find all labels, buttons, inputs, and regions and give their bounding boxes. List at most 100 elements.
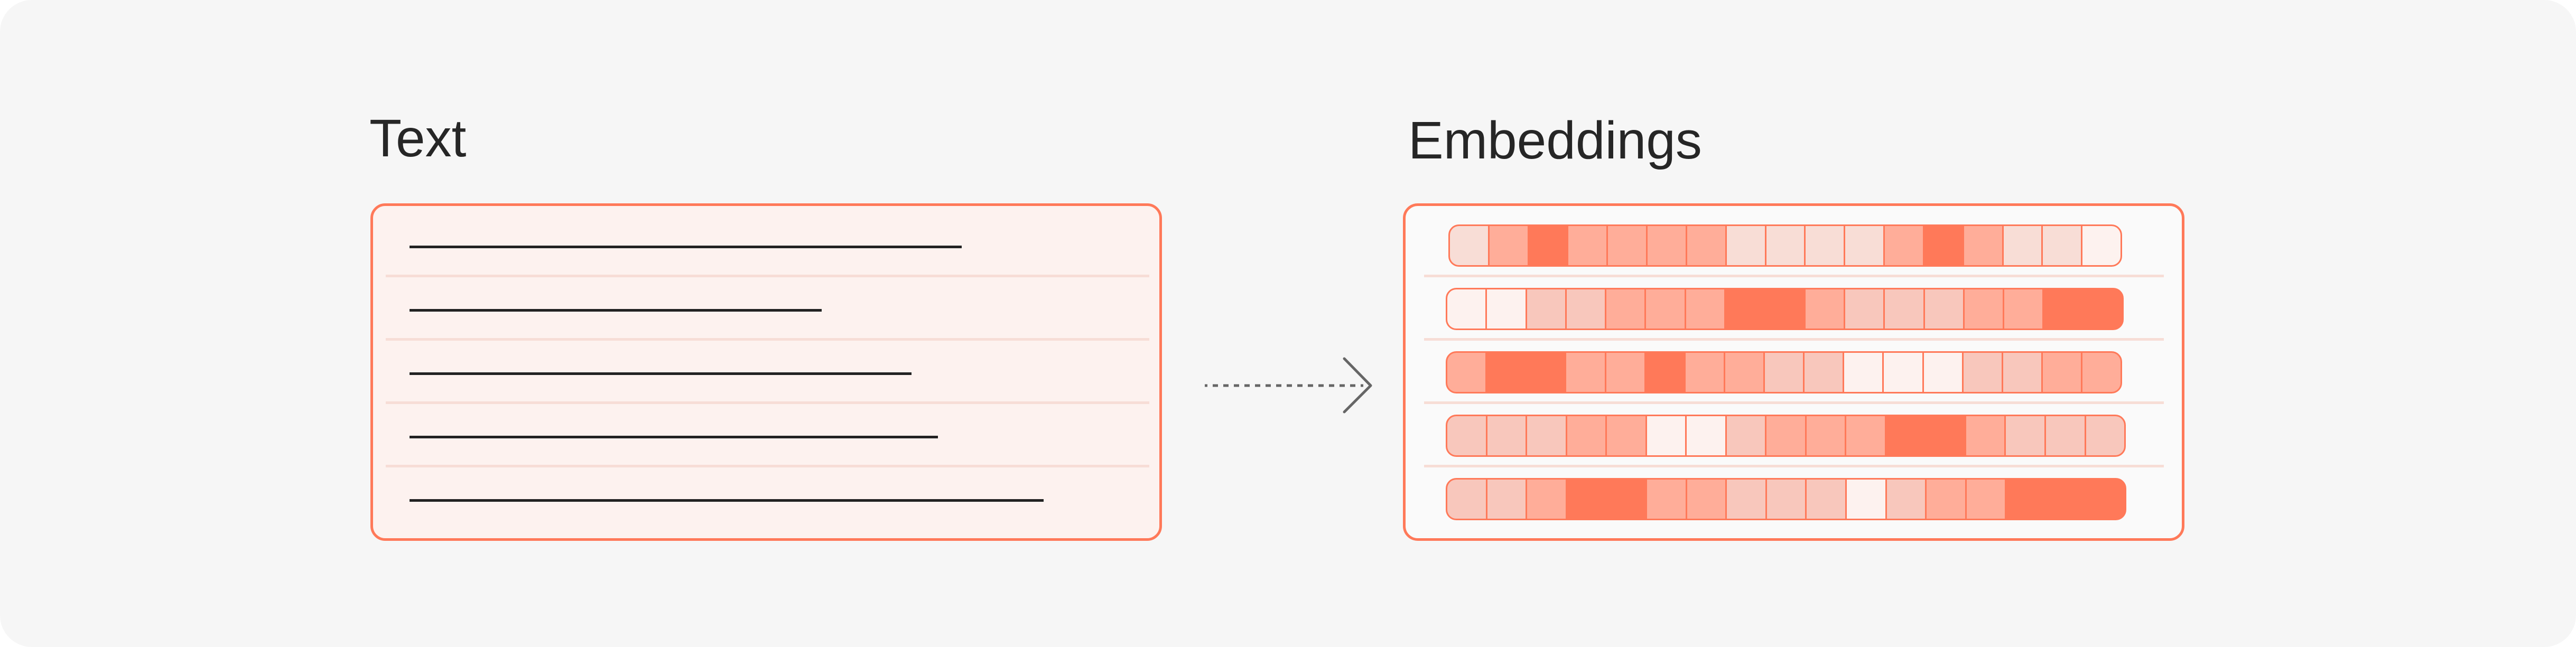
embedding-cell	[1685, 416, 1725, 455]
embedding-cell	[1922, 353, 1962, 392]
embedding-cell	[1803, 353, 1843, 392]
text-box	[370, 203, 1162, 541]
embedding-cell	[2041, 226, 2081, 265]
embedding-cell	[1845, 480, 1885, 519]
dashed-arrow-right-icon	[1205, 357, 1372, 414]
embedding-cell	[2044, 416, 2085, 455]
text-line	[410, 499, 1044, 502]
embedding-cell	[1485, 480, 1526, 519]
row-divider	[386, 465, 1149, 467]
embedding-cell	[1965, 480, 2005, 519]
embedding-cell	[2041, 353, 2081, 392]
embedding-cell	[1685, 480, 1726, 519]
embedding-cell	[1605, 289, 1645, 329]
embedding-cell	[1724, 289, 1764, 329]
embedding-vector-1	[1448, 224, 2122, 267]
row-divider	[1424, 465, 2164, 467]
text-panel-title: Text	[369, 109, 467, 168]
embedding-cell	[1961, 353, 2002, 392]
embedding-cell	[1526, 480, 1566, 519]
embedding-cell	[1604, 353, 1644, 392]
embedding-cell	[1723, 353, 1763, 392]
embedding-cell	[1845, 416, 1885, 455]
row-divider	[1424, 275, 2164, 277]
embedding-cell	[1605, 416, 1645, 455]
text-line	[410, 246, 962, 248]
embedding-cell	[2081, 226, 2121, 265]
text-line	[410, 436, 938, 438]
embedding-cell	[1843, 289, 1884, 329]
embedding-vector-5	[1446, 478, 2126, 520]
embedding-cell	[1765, 416, 1805, 455]
embedding-cell	[1485, 416, 1526, 455]
embedding-cell	[1644, 353, 1684, 392]
embedding-cell	[2044, 480, 2085, 519]
embedding-cell	[1684, 353, 1724, 392]
embedding-cell	[1764, 289, 1804, 329]
embedding-cell	[1525, 353, 1565, 392]
embedding-cell	[1883, 289, 1923, 329]
embedding-cell	[2003, 289, 2043, 329]
embedding-cell	[1885, 480, 1926, 519]
embedding-cell	[1962, 226, 2002, 265]
row-divider	[1424, 338, 2164, 341]
embedding-cell	[1605, 480, 1645, 519]
embedding-cell	[2042, 289, 2082, 329]
text-line	[410, 309, 822, 312]
embedding-cell	[1843, 353, 1883, 392]
embedding-cell	[2001, 353, 2041, 392]
embedding-cell	[1725, 226, 1765, 265]
embeddings-panel-title: Embeddings	[1408, 111, 1702, 170]
embedding-cell	[1725, 416, 1765, 455]
embedding-vector-2	[1446, 288, 2124, 330]
embedding-cell	[1884, 416, 1925, 455]
embedding-cell	[2002, 226, 2042, 265]
embedding-cell	[1526, 416, 1566, 455]
embedding-cell	[1525, 289, 1565, 329]
embedding-cell	[1447, 480, 1486, 519]
embedding-cell	[1450, 226, 1488, 265]
embedding-cell	[1763, 353, 1803, 392]
embedding-cell	[2005, 480, 2045, 519]
embedding-cell	[1565, 289, 1605, 329]
embedding-cell	[1645, 480, 1686, 519]
embedding-cell	[1805, 480, 1845, 519]
embedding-cell	[1487, 226, 1528, 265]
embedding-cell	[1646, 226, 1686, 265]
embedding-cell	[2085, 480, 2125, 519]
embedding-cell	[1964, 416, 2005, 455]
embedding-cell	[1606, 226, 1647, 265]
embedding-cell	[1883, 226, 1923, 265]
embedding-cell	[1684, 289, 1725, 329]
embedding-cell	[1764, 226, 1805, 265]
embedding-cell	[1447, 416, 1486, 455]
embedding-cell	[2081, 353, 2121, 392]
embedding-cell	[1447, 289, 1486, 329]
embedding-cell	[1882, 353, 1922, 392]
embedding-vector-4	[1446, 415, 2126, 457]
embedding-cell	[1923, 289, 1963, 329]
embedding-cell	[1485, 289, 1526, 329]
embedding-cell	[1644, 289, 1685, 329]
embedding-cell	[1527, 226, 1567, 265]
embedding-cell	[1725, 480, 1765, 519]
embeddings-box	[1403, 203, 2184, 541]
embedding-cell	[1925, 480, 1965, 519]
embedding-cell	[2082, 289, 2122, 329]
row-divider	[386, 401, 1149, 404]
embedding-cell	[1963, 289, 2003, 329]
embedding-cell	[1805, 416, 1845, 455]
embedding-cell	[2004, 416, 2044, 455]
embedding-cell	[1565, 480, 1606, 519]
embedding-cell	[2084, 416, 2124, 455]
embedding-cell	[1804, 226, 1844, 265]
embedding-cell	[1567, 226, 1607, 265]
embedding-cell	[1803, 289, 1844, 329]
embedding-vector-3	[1446, 351, 2122, 393]
embedding-cell	[1565, 416, 1606, 455]
embedding-cell	[1765, 480, 1806, 519]
embedding-cell	[1565, 353, 1605, 392]
embedding-cell	[1685, 226, 1725, 265]
row-divider	[1424, 401, 2164, 404]
